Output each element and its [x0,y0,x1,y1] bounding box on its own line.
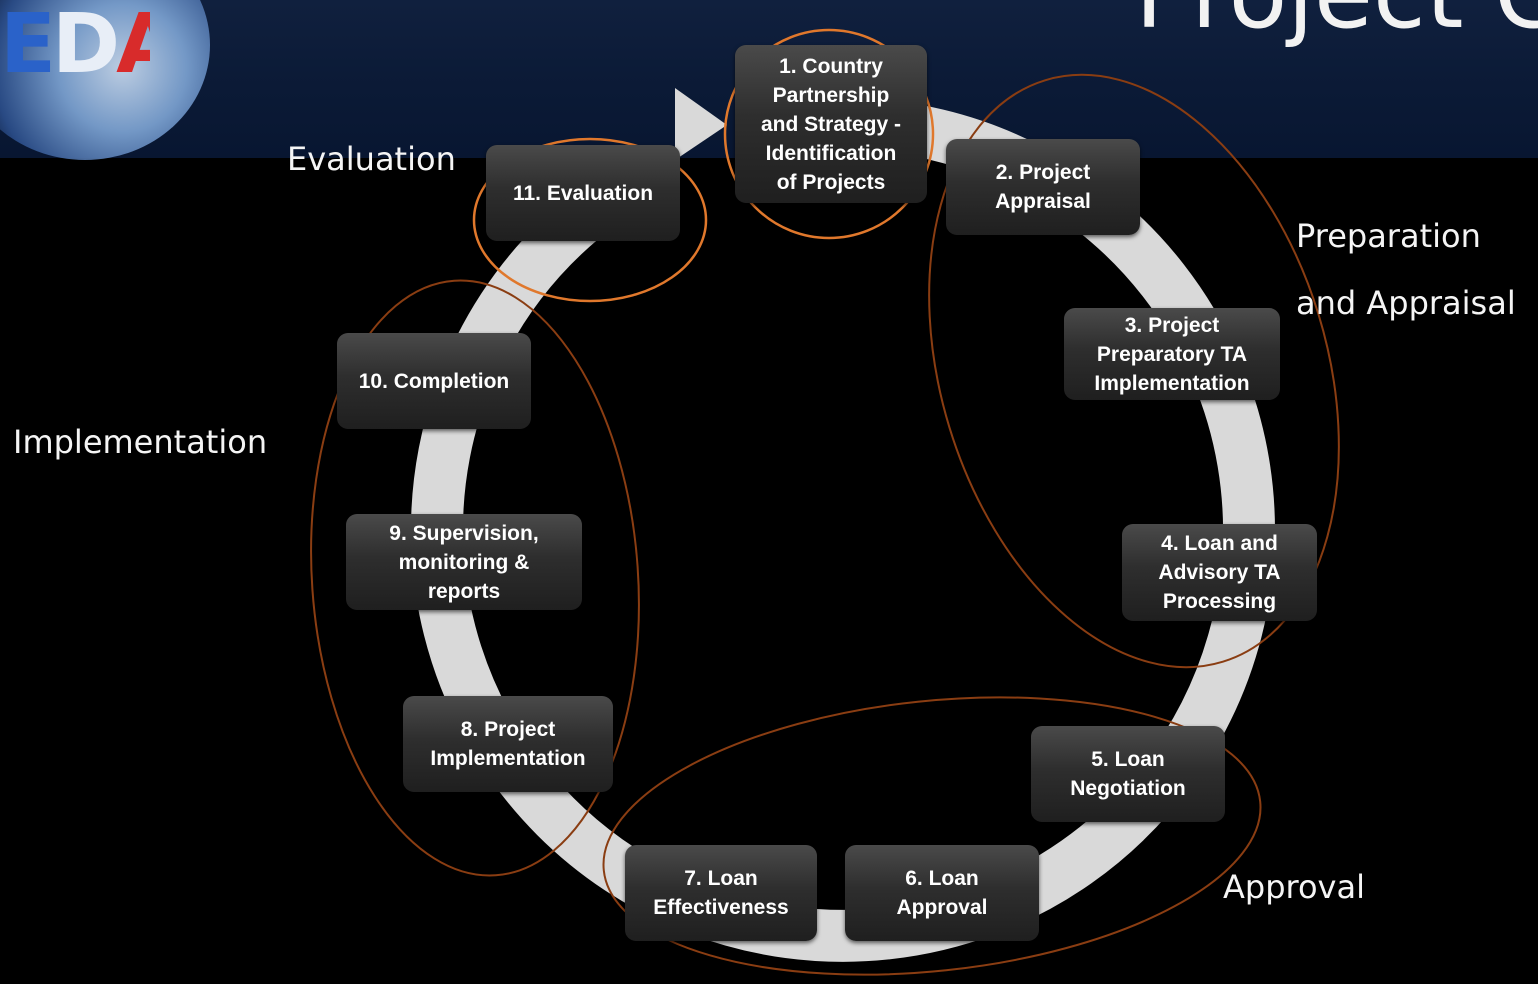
logo-letter: A [116,0,150,90]
phase-label-implementation: Implementation [13,423,268,461]
phase-label-appraisal: and Appraisal [1296,284,1516,322]
step-completion: 10. Completion [337,333,531,429]
step-loan-approval: 6. Loan Approval [845,845,1039,941]
phase-label-evaluation: Evaluation [287,140,456,178]
step-loan-effectiveness: 7. Loan Effectiveness [625,845,817,941]
evaluation-outline [472,137,708,303]
logo-letter: E [0,0,56,90]
logo-letter: D [52,0,120,90]
step-project-preparatory-ta: 3. Project Preparatory TA Implementation [1064,308,1280,400]
logo: EDA [0,0,150,90]
step-loan-negotiation: 5. Loan Negotiation [1031,726,1225,822]
page-title: Project C [1135,0,1538,50]
step-loan-advisory-ta-processing: 4. Loan and Advisory TA Processing [1122,524,1317,621]
phase-label-approval: Approval [1223,868,1365,906]
step-evaluation: 11. Evaluation [486,145,680,241]
cycle-arrowhead [675,88,727,160]
implementation-outline [310,279,640,877]
step-project-implementation: 8. Project Implementation [403,696,613,792]
step-supervision-monitoring: 9. Supervision, monitoring & reports [346,514,582,610]
phase-label-preparation: Preparation [1296,217,1481,255]
preparation-appraisal-outline [928,73,1340,669]
step-project-appraisal: 2. Project Appraisal [946,139,1140,235]
approval-outline [602,696,1262,976]
step-country-partnership-strategy: 1. Country Partnership and Strategy - Id… [735,45,927,203]
identification-outline [723,28,935,240]
